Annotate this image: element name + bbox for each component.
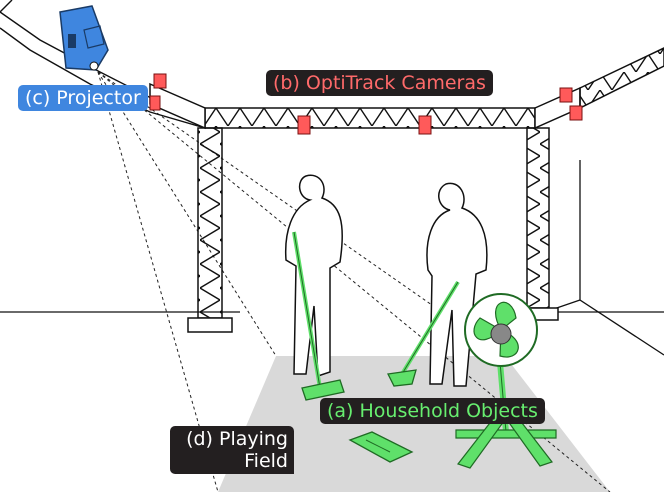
broom-left xyxy=(292,231,345,401)
camera-left xyxy=(149,73,167,111)
projector-device xyxy=(59,5,109,71)
broom-right xyxy=(387,280,460,387)
playing-field-label-line2: Field xyxy=(244,450,288,472)
camera-right xyxy=(559,87,583,121)
playing-field-label-line1: (d) Playing xyxy=(186,428,288,450)
household-objects-label: (a) Household Objects xyxy=(320,398,545,424)
camera-center-right xyxy=(418,115,432,135)
floor-object xyxy=(348,431,414,463)
projector-label: (c) Projector xyxy=(18,85,148,111)
person-left xyxy=(284,174,343,378)
cameras-label: (b) OptiTrack Cameras xyxy=(266,70,493,96)
camera-center-left xyxy=(297,115,311,135)
left-tower xyxy=(187,127,233,333)
top-truss xyxy=(149,47,664,130)
right-tower xyxy=(517,127,559,321)
fan xyxy=(455,293,557,469)
playing-field-label: (d) Playing Field xyxy=(170,426,294,474)
